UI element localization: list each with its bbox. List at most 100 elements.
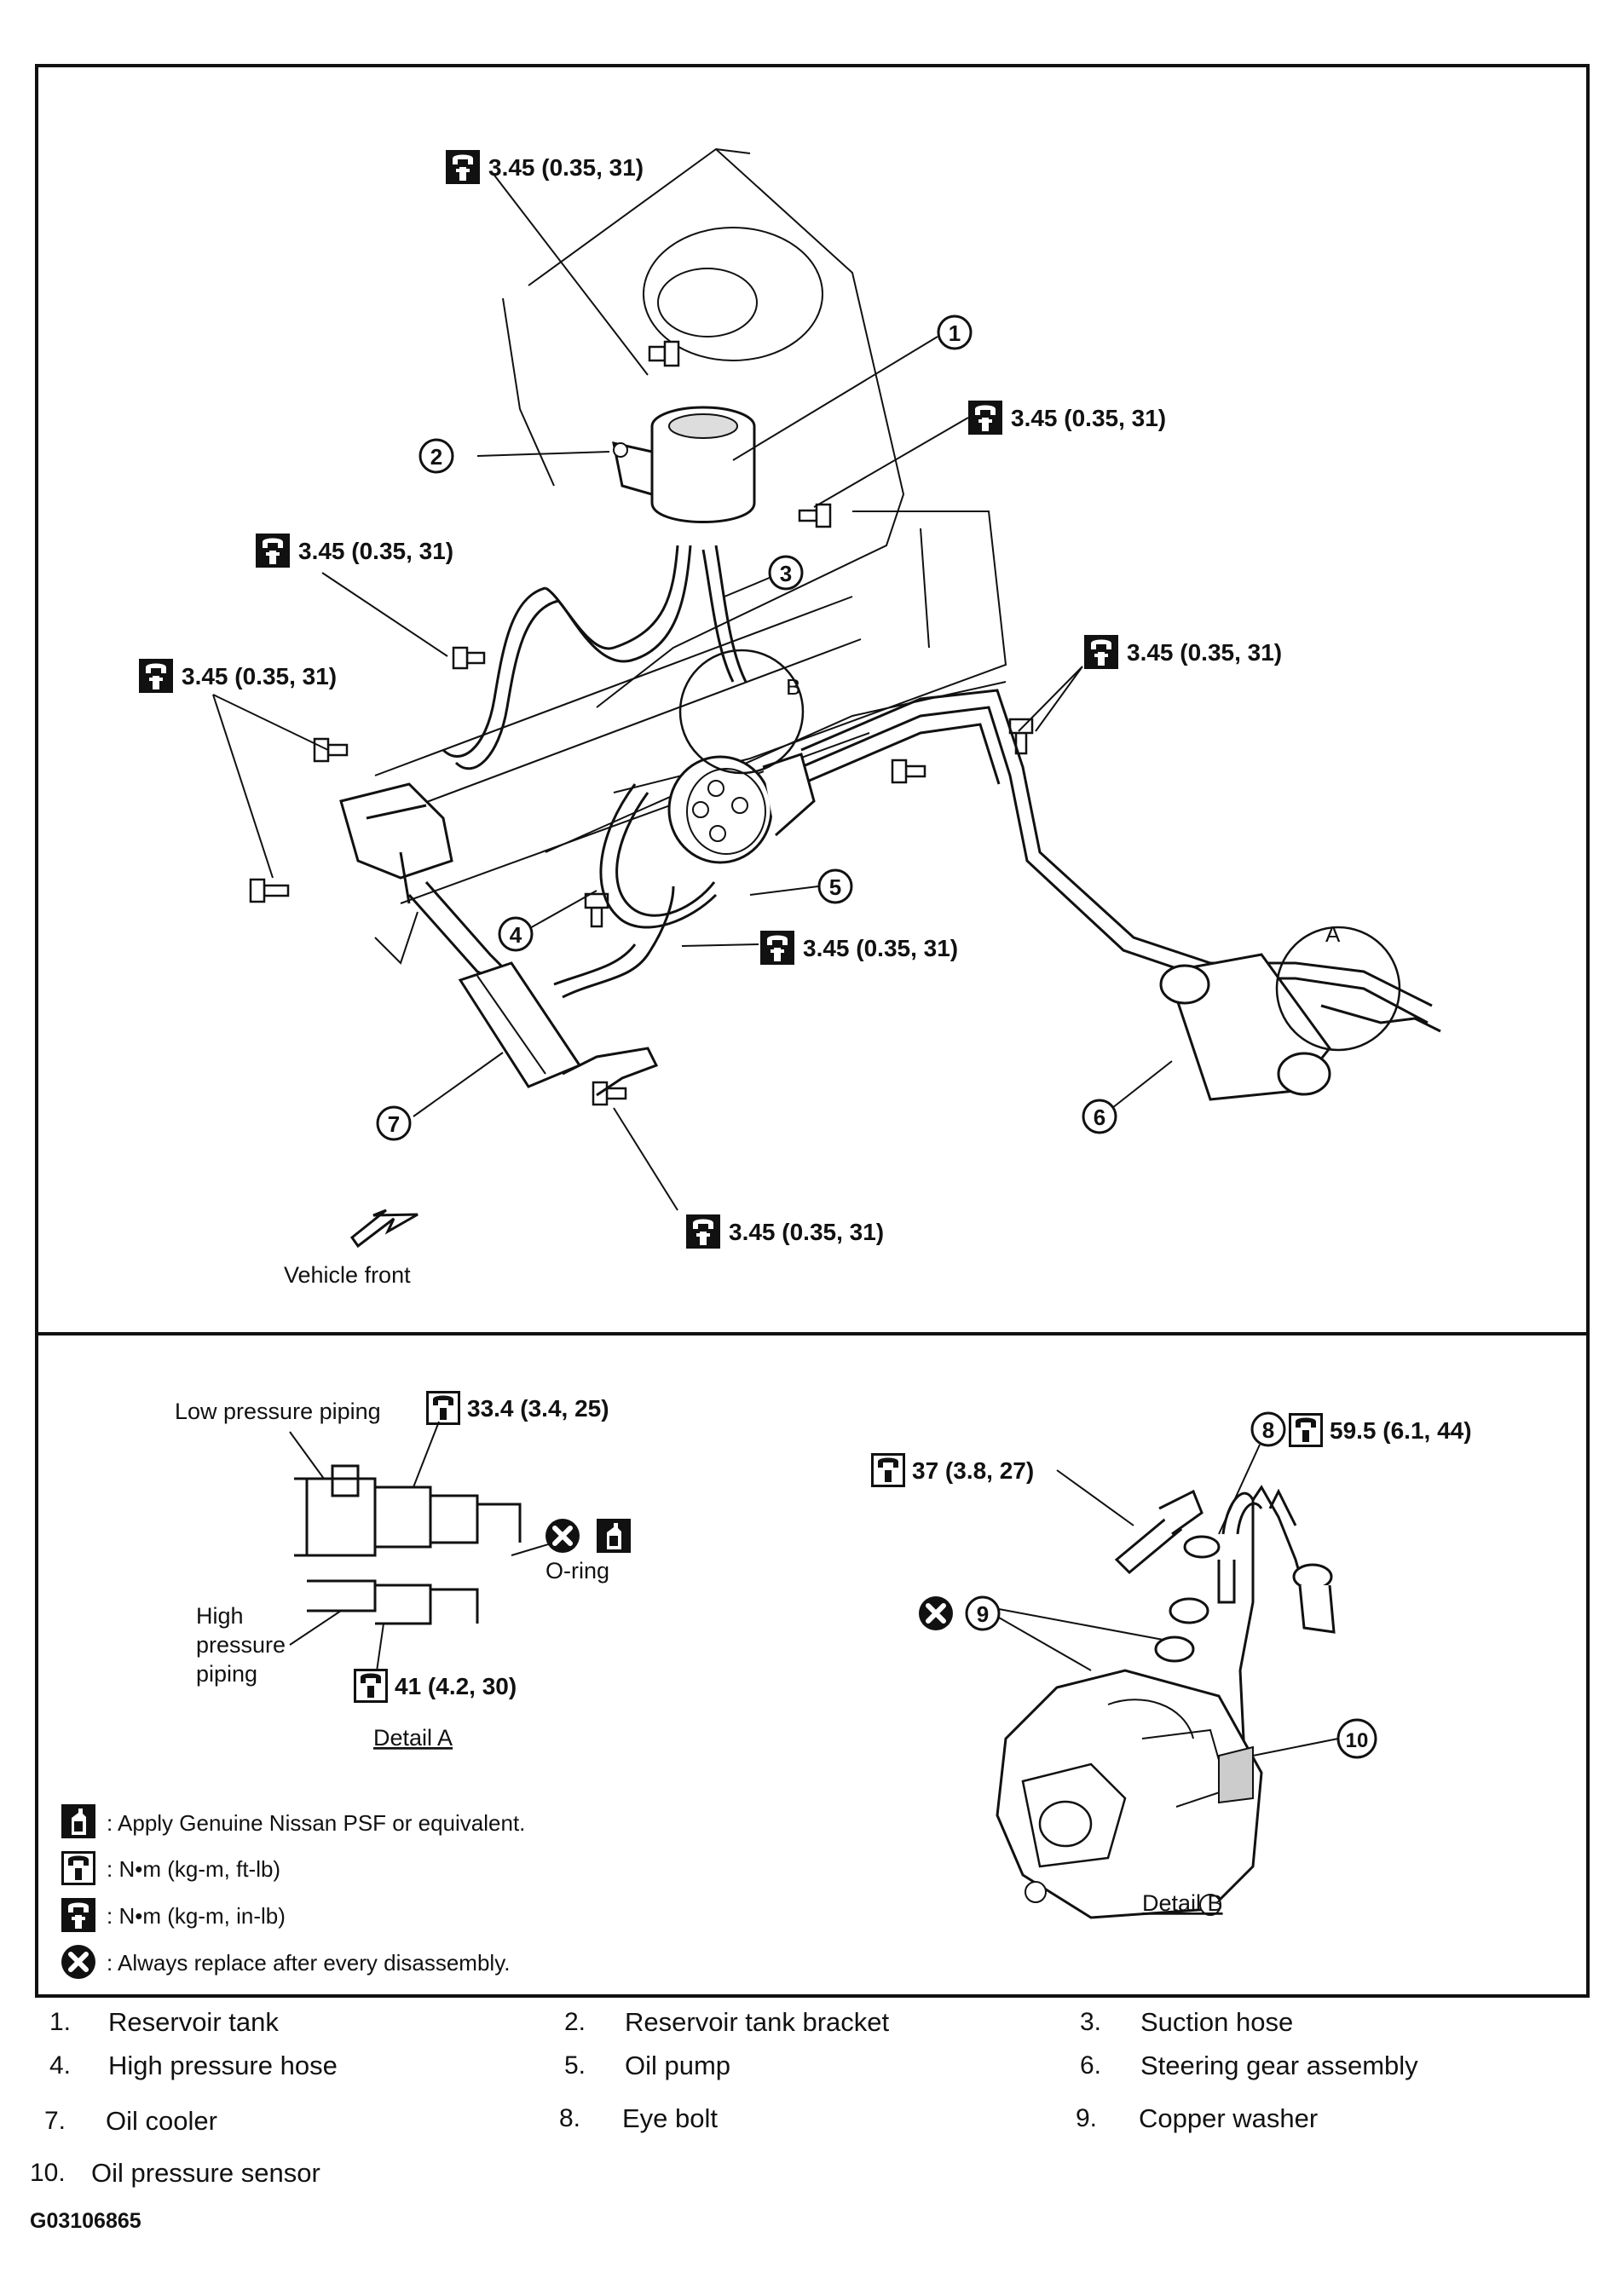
svg-text:3: 3 bbox=[780, 561, 792, 586]
legend-number: 2. bbox=[564, 2008, 586, 2036]
legend-number: 5. bbox=[564, 2051, 586, 2080]
torque-label: 3.45 (0.35, 31) bbox=[256, 534, 453, 568]
bolts bbox=[249, 340, 1034, 1106]
torque-label: 3.45 (0.35, 31) bbox=[686, 1214, 884, 1249]
legend-label: Eye bolt bbox=[622, 2103, 719, 2133]
legend-number: 3. bbox=[1080, 2008, 1102, 2036]
svg-text:4: 4 bbox=[510, 922, 522, 948]
hoses bbox=[442, 545, 748, 999]
main-diagram-frame bbox=[35, 64, 1590, 1335]
callout-2: 2 bbox=[418, 438, 454, 474]
legend-label: Oil pump bbox=[625, 2051, 731, 2080]
svg-text:3.45 (0.35, 31): 3.45 (0.35, 31) bbox=[1011, 405, 1166, 431]
key-row: : Always replace after every disassembly… bbox=[61, 1945, 510, 1979]
svg-text:3.45 (0.35, 31): 3.45 (0.35, 31) bbox=[1127, 639, 1282, 666]
legend-label: Reservoir tank bbox=[108, 2007, 279, 2037]
torque-wrench-ftlb-icon bbox=[61, 1851, 95, 1885]
detail-b: 8 59.5 (6.1, 44) 37 (3.8, 27) 9 10 bbox=[871, 1411, 1472, 1919]
torque-wrench-inlb-icon bbox=[61, 1898, 95, 1932]
svg-text:6: 6 bbox=[1094, 1105, 1105, 1130]
callout-3: 3 bbox=[768, 555, 804, 591]
symbol-key: : Apply Genuine Nissan PSF or equivalent… bbox=[61, 1804, 525, 1979]
svg-text:59.5 (6.1, 44): 59.5 (6.1, 44) bbox=[1330, 1417, 1472, 1444]
replace-x-icon bbox=[919, 1596, 953, 1630]
svg-text:8: 8 bbox=[1262, 1417, 1274, 1443]
key-row: : N•m (kg-m, ft-lb) bbox=[61, 1851, 280, 1885]
torque-label-detail-b-eye: 59.5 (6.1, 44) bbox=[1289, 1413, 1472, 1447]
svg-text:37 (3.8, 27): 37 (3.8, 27) bbox=[912, 1457, 1034, 1484]
callout-6: 6 bbox=[1082, 1099, 1117, 1134]
legend-number: 10. bbox=[30, 2159, 66, 2187]
torque-label: 3.45 (0.35, 31) bbox=[446, 150, 644, 184]
svg-text:1: 1 bbox=[949, 320, 961, 346]
svg-text:: N•m (kg-m, in-lb): : N•m (kg-m, in-lb) bbox=[107, 1903, 286, 1929]
detail-a: Low pressure piping 33.4 (3.4, 25) O-rin… bbox=[175, 1391, 631, 1751]
legend-number: 4. bbox=[49, 2051, 72, 2080]
callout-10: 10 bbox=[1336, 1718, 1377, 1759]
callout-4: 4 bbox=[498, 916, 534, 952]
torque-label-detail-b-bolt: 37 (3.8, 27) bbox=[871, 1453, 1034, 1487]
callout-5: 5 bbox=[817, 868, 853, 904]
torque-label: 3.45 (0.35, 31) bbox=[968, 401, 1166, 435]
detail-marker-a: A bbox=[1325, 921, 1341, 947]
legend-number: 1. bbox=[49, 2008, 72, 2036]
svg-text:3.45 (0.35, 31): 3.45 (0.35, 31) bbox=[488, 154, 644, 181]
label-low-pressure-piping: Low pressure piping bbox=[175, 1399, 381, 1424]
svg-text:3.45 (0.35, 31): 3.45 (0.35, 31) bbox=[729, 1219, 884, 1245]
legend-number: 6. bbox=[1080, 2051, 1102, 2080]
svg-text:10: 10 bbox=[1346, 1729, 1369, 1752]
key-row: : N•m (kg-m, in-lb) bbox=[61, 1898, 286, 1932]
svg-text:5: 5 bbox=[829, 874, 841, 900]
legend-label: Copper washer bbox=[1139, 2103, 1319, 2133]
svg-text:: Always replace after every d: : Always replace after every disassembly… bbox=[107, 1950, 510, 1976]
oil-pump-detail bbox=[996, 1669, 1263, 1919]
legend-label: Oil pressure sensor bbox=[91, 2158, 320, 2188]
callout-9: 9 bbox=[965, 1595, 1001, 1631]
figure-id: G03106865 bbox=[30, 2209, 141, 2233]
legend-label: High pressure hose bbox=[108, 2051, 338, 2080]
detail-a-title: Detail A bbox=[373, 1725, 453, 1751]
torque-label: 3.45 (0.35, 31) bbox=[139, 659, 337, 693]
svg-text:: N•m (kg-m, ft-lb): : N•m (kg-m, ft-lb) bbox=[107, 1856, 280, 1882]
svg-text:7: 7 bbox=[388, 1111, 400, 1137]
callout-7: 7 bbox=[376, 1105, 412, 1141]
legend-label: Oil cooler bbox=[106, 2106, 217, 2136]
svg-text:3.45 (0.35, 31): 3.45 (0.35, 31) bbox=[182, 663, 337, 689]
reservoir-tank bbox=[612, 406, 756, 523]
legend-label: Suction hose bbox=[1140, 2007, 1294, 2037]
legend-label: Steering gear assembly bbox=[1140, 2051, 1418, 2080]
leader-lines bbox=[212, 172, 1173, 1211]
oil-pump bbox=[667, 649, 816, 864]
detail-panel-frame bbox=[35, 1332, 1590, 1998]
label-o-ring: O-ring bbox=[545, 1558, 609, 1584]
pipe-bracket bbox=[339, 782, 509, 982]
svg-text:Vehicle front: Vehicle front bbox=[284, 1262, 411, 1288]
replace-x-icon bbox=[61, 1945, 95, 1979]
legend-label: Reservoir tank bracket bbox=[625, 2007, 890, 2037]
label-high-pressure-piping: High pressure piping bbox=[196, 1603, 292, 1687]
callout-1: 1 bbox=[937, 314, 973, 350]
svg-text:3.45 (0.35, 31): 3.45 (0.35, 31) bbox=[298, 538, 453, 564]
oil-cooler bbox=[458, 961, 659, 1097]
svg-text:41 (4.2, 30): 41 (4.2, 30) bbox=[395, 1673, 517, 1699]
detail-marker-b: B bbox=[786, 674, 800, 700]
svg-text:9: 9 bbox=[977, 1601, 989, 1627]
steering-gear bbox=[1159, 926, 1441, 1101]
fluid-can-icon bbox=[61, 1804, 95, 1838]
svg-text:33.4 (3.4, 25): 33.4 (3.4, 25) bbox=[467, 1395, 609, 1422]
replace-x-icon bbox=[545, 1519, 580, 1553]
legend-number: 8. bbox=[559, 2104, 581, 2132]
svg-text:: Apply Genuine Nissan PSF or: : Apply Genuine Nissan PSF or equivalent… bbox=[107, 1810, 525, 1836]
legend-number: 9. bbox=[1076, 2104, 1098, 2132]
svg-text:3.45 (0.35, 31): 3.45 (0.35, 31) bbox=[803, 935, 958, 961]
vehicle-front-arrow: Vehicle front bbox=[284, 1209, 418, 1288]
callout-8: 8 bbox=[1250, 1411, 1286, 1447]
pressure-pipes bbox=[800, 689, 1433, 1024]
torque-label-detail-a-top: 33.4 (3.4, 25) bbox=[426, 1391, 609, 1425]
svg-text:2: 2 bbox=[430, 444, 442, 470]
key-row: : Apply Genuine Nissan PSF or equivalent… bbox=[61, 1804, 525, 1838]
legend-number: 7. bbox=[44, 2107, 66, 2135]
torque-label: 3.45 (0.35, 31) bbox=[1084, 635, 1282, 669]
torque-label-detail-a-bottom: 41 (4.2, 30) bbox=[354, 1669, 517, 1703]
